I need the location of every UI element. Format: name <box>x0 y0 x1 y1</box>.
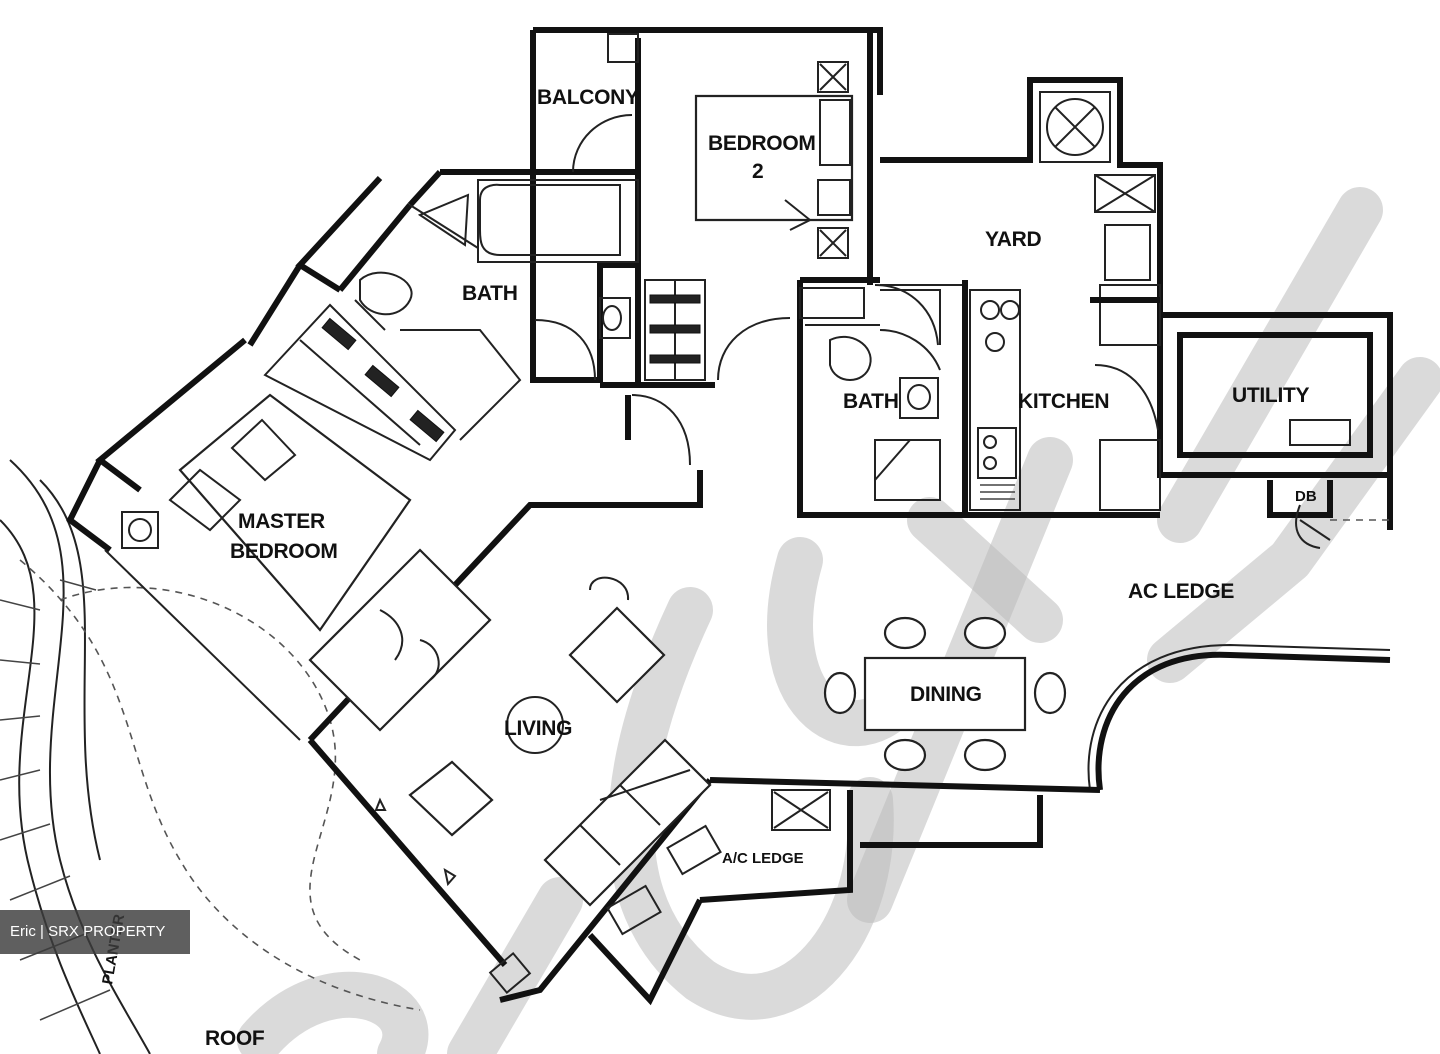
label-balcony: BALCONY <box>537 86 639 109</box>
label-bath-common: BATH <box>843 390 899 413</box>
label-kitchen: KITCHEN <box>1018 390 1109 413</box>
label-roof: ROOF <box>205 1027 265 1050</box>
label-yard: YARD <box>985 228 1042 251</box>
label-bedroom2-line2: 2 <box>752 160 763 183</box>
label-utility: UTILITY <box>1232 384 1310 407</box>
living-marker-circle <box>506 696 564 754</box>
photo-credit-badge: Eric | SRX PROPERTY <box>0 910 190 954</box>
room-labels: BALCONY BEDROOM 2 BATH YARD BATH KITCHEN… <box>99 86 1317 1050</box>
label-ac-ledge: A/C LEDGE <box>722 850 804 867</box>
label-db: DB <box>1295 488 1317 505</box>
label-dining: DINING <box>910 683 982 706</box>
label-ac-ledge-top: AC LEDGE <box>1128 580 1234 603</box>
label-bedroom2-line1: BEDROOM <box>708 132 816 155</box>
label-master-line2: BEDROOM <box>230 540 338 563</box>
outer-walls <box>66 27 1393 1006</box>
door-swings <box>534 114 1321 549</box>
furniture <box>168 393 1067 907</box>
interior-walls <box>263 94 1390 541</box>
label-living: LIVING <box>504 717 572 740</box>
label-master-line1: MASTER <box>238 510 325 533</box>
label-bath-main: BATH <box>462 282 518 305</box>
fixtures <box>121 33 1111 995</box>
